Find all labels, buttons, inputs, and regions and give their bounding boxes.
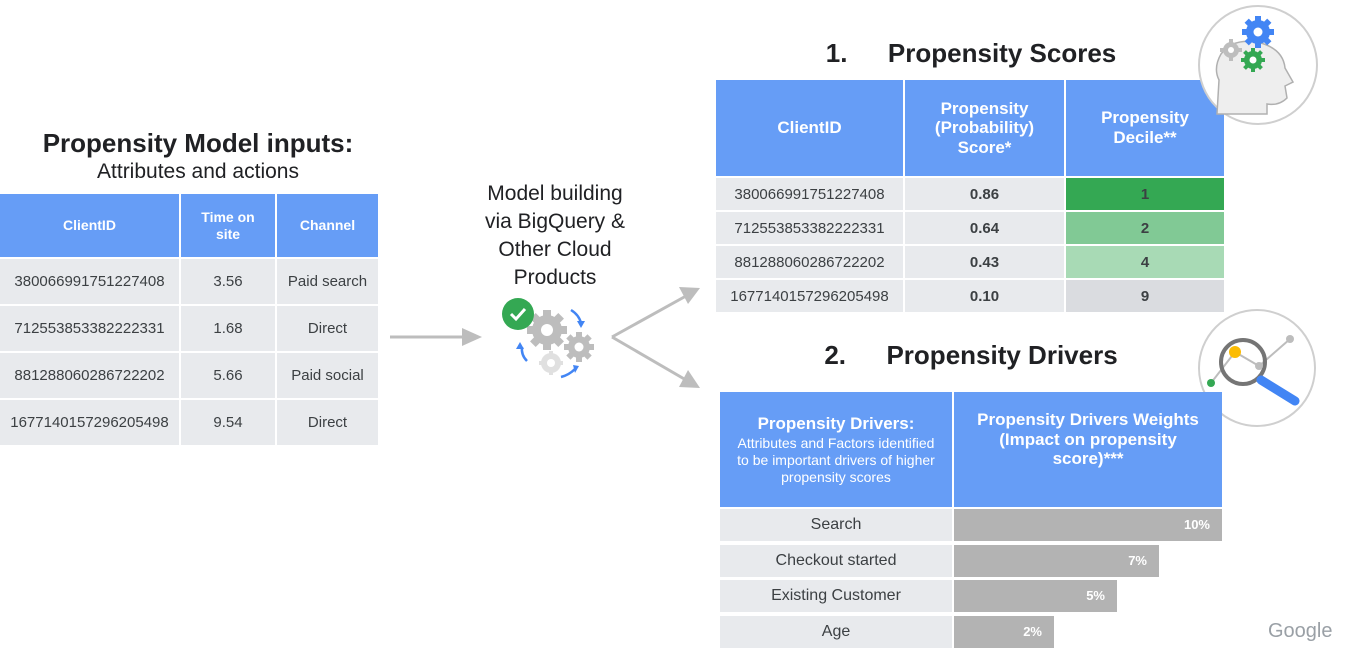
driver-weight-bar: 7% bbox=[954, 544, 1159, 577]
table-row: 1677140157296205498 0.10 9 bbox=[716, 280, 1224, 312]
inputs-table: ClientID Time on site Channel 3800669917… bbox=[0, 192, 380, 447]
table-row: 712553853382222331 1.68 Direct bbox=[0, 306, 378, 351]
inputs-cell: 881288060286722202 bbox=[0, 353, 179, 398]
driver-weight-bar: 10% bbox=[954, 509, 1222, 541]
drivers-left-header-title: Propensity Drivers: bbox=[757, 413, 915, 433]
inputs-cell: Direct bbox=[277, 400, 378, 445]
model-label-line: via BigQuery & bbox=[484, 210, 626, 233]
driver-label: Search bbox=[720, 509, 952, 541]
inputs-subtitle: Attributes and actions bbox=[97, 160, 299, 183]
scores-cell-clientid: 712553853382222331 bbox=[716, 212, 903, 244]
model-label-line: Products bbox=[513, 266, 597, 289]
scores-table: ClientID Propensity (Probability) Score*… bbox=[714, 78, 1226, 314]
driver-label: Checkout started bbox=[720, 544, 952, 577]
inputs-title: Propensity Model inputs: bbox=[42, 128, 354, 158]
inputs-cell: 5.66 bbox=[181, 353, 275, 398]
drivers-number: 2. bbox=[824, 340, 846, 370]
drivers-left-header-desc: Attributes and Factors identified to be … bbox=[737, 435, 935, 485]
table-row: 881288060286722202 0.43 4 bbox=[716, 246, 1224, 278]
table-row: 1677140157296205498 9.54 Direct bbox=[0, 400, 378, 445]
scores-number: 1. bbox=[825, 38, 848, 68]
inputs-cell: 3.56 bbox=[181, 259, 275, 304]
inputs-cell: Paid search bbox=[277, 259, 378, 304]
scores-cell-score: 0.10 bbox=[905, 280, 1064, 312]
drivers-heading: 2. Propensity Drivers bbox=[716, 340, 1226, 371]
inputs-cell: 712553853382222331 bbox=[0, 306, 179, 351]
scores-title: Propensity Scores bbox=[887, 38, 1117, 68]
scores-header-score: Propensity (Probability) Score* bbox=[905, 80, 1064, 176]
driver-label: Age bbox=[720, 615, 952, 648]
inputs-header-channel: Channel bbox=[277, 194, 378, 257]
table-row: 380066991751227408 0.86 1 bbox=[716, 178, 1224, 210]
driver-label: Existing Customer bbox=[720, 580, 952, 612]
inputs-cell: 1.68 bbox=[181, 306, 275, 351]
table-row: 881288060286722202 5.66 Paid social bbox=[0, 353, 378, 398]
scores-cell-clientid: 380066991751227408 bbox=[716, 178, 903, 210]
driver-weight-bar: 5% bbox=[954, 580, 1117, 612]
scores-cell-decile: 9 bbox=[1066, 280, 1224, 312]
inputs-cell: 9.54 bbox=[181, 400, 275, 445]
scores-heading: 1. Propensity Scores bbox=[716, 38, 1226, 69]
scores-header-clientid: ClientID bbox=[716, 80, 903, 176]
check-icon bbox=[502, 298, 534, 330]
table-row: 712553853382222331 0.64 2 bbox=[716, 212, 1224, 244]
drivers-left-header: Propensity Drivers: Attributes and Facto… bbox=[720, 392, 952, 507]
scores-cell-decile: 2 bbox=[1066, 212, 1224, 244]
gears-icon bbox=[516, 308, 594, 379]
scores-cell-decile: 1 bbox=[1066, 178, 1224, 210]
scores-cell-score: 0.43 bbox=[905, 246, 1064, 278]
inputs-cell: Paid social bbox=[277, 353, 378, 398]
model-label-line: Model building bbox=[487, 182, 623, 205]
inputs-header-time: Time on site bbox=[181, 194, 275, 257]
google-logo: Google bbox=[1268, 620, 1333, 642]
inputs-cell: Direct bbox=[277, 306, 378, 351]
scores-cell-score: 0.64 bbox=[905, 212, 1064, 244]
inputs-cell: 380066991751227408 bbox=[0, 259, 179, 304]
drivers-title: Propensity Drivers bbox=[886, 340, 1118, 370]
model-label-line: Other Cloud bbox=[498, 238, 612, 261]
inputs-header-clientid: ClientID bbox=[0, 194, 179, 257]
driver-weight-bar: 2% bbox=[954, 615, 1054, 648]
scores-cell-clientid: 881288060286722202 bbox=[716, 246, 903, 278]
magnifier-icon bbox=[1198, 309, 1316, 427]
head-gears-icon bbox=[1198, 5, 1318, 125]
scores-cell-decile: 4 bbox=[1066, 246, 1224, 278]
scores-cell-score: 0.86 bbox=[905, 178, 1064, 210]
scores-cell-clientid: 1677140157296205498 bbox=[716, 280, 903, 312]
scores-header-decile: Propensity Decile** bbox=[1066, 80, 1224, 176]
model-label: Model building via BigQuery & Other Clou… bbox=[460, 180, 650, 292]
table-row: 380066991751227408 3.56 Paid search bbox=[0, 259, 378, 304]
drivers-right-header: Propensity Drivers Weights (Impact on pr… bbox=[954, 392, 1222, 507]
inputs-cell: 1677140157296205498 bbox=[0, 400, 179, 445]
